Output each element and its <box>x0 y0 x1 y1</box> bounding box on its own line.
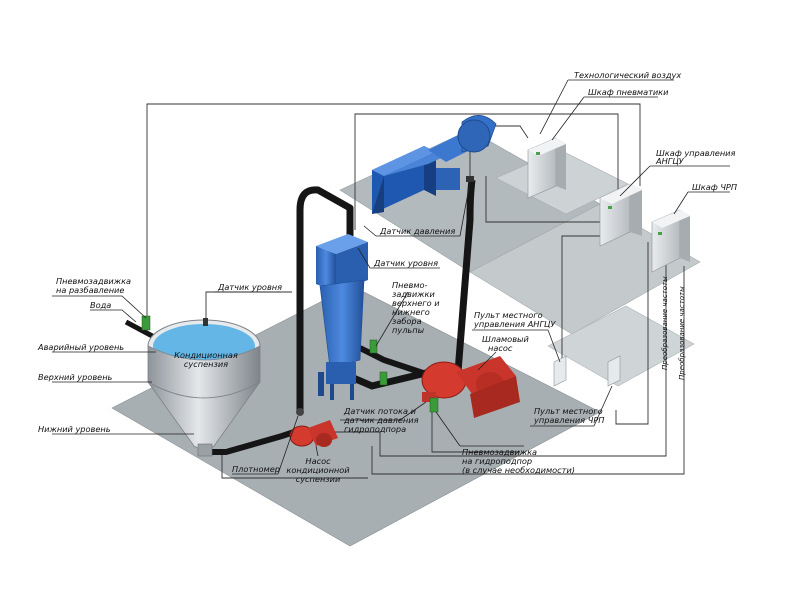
line-tank-level <box>205 291 292 318</box>
local-panel-vfd <box>607 355 621 387</box>
pipe-cyclone-mid <box>358 345 427 377</box>
label-dilution-valve-1: Пневмозадвижка <box>56 276 131 286</box>
label-panel-angu-1: Пульт местного <box>474 310 543 320</box>
label-water: Вода <box>90 300 111 310</box>
label-pulp-valves-5: забора <box>392 316 422 326</box>
level-sensor-tank <box>203 318 208 326</box>
label-panel-angu-2: управления АНГЦУ <box>473 319 556 329</box>
line-flow-sensor <box>431 412 520 453</box>
label-emergency-level: Аварийный уровень <box>37 342 124 352</box>
local-panel-angu <box>553 355 567 387</box>
label-flow-pressure-2: датчик давления <box>343 415 419 425</box>
label-pulp-valves-2: задвижки <box>392 289 435 299</box>
sensors <box>203 176 474 416</box>
conditioning-tank <box>147 319 261 457</box>
label-densimeter: Плотномер <box>232 464 280 474</box>
label-flow-pressure-3: гидроподпора <box>344 424 406 434</box>
label-tank-1: Кондиционная <box>174 350 238 360</box>
dilution-valve <box>141 315 151 331</box>
conditioning-pump <box>289 420 338 447</box>
line-vfd-3 <box>371 266 685 475</box>
label-pulp-valves-3: верхнего и <box>392 298 440 308</box>
label-pneumatics-cabinet: Шкаф пневматики <box>588 87 669 97</box>
pipe-riser-to-cyclone <box>296 186 354 412</box>
angu-control-cabinet <box>599 183 642 247</box>
fan-unit <box>372 115 497 214</box>
label-cond-pump-1: Насос <box>305 456 331 466</box>
label-flow-pressure-1: Датчик потока и <box>343 406 417 416</box>
hydro-valve <box>429 397 439 413</box>
lower-pulp-valve <box>379 371 388 386</box>
label-cond-pump-2: кондиционной <box>286 465 350 475</box>
label-pulp-valves-1: Пневмо- <box>392 280 428 290</box>
label-vfd-cabinet: Шкаф ЧРП <box>692 182 737 192</box>
line-densimeter <box>221 452 368 479</box>
label-slurry-pump-2: насос <box>488 343 513 353</box>
line-dilution-valve <box>146 103 641 318</box>
labels: Технологический воздух Шкаф пневматики Ш… <box>37 70 737 484</box>
pneumatics-cabinet <box>527 137 566 199</box>
label-dilution-valve-2: на разбавление <box>56 285 124 295</box>
label-hydro-valve-1: Пневмозадвижка <box>462 447 537 457</box>
label-panel-vfd-2: управления ЧРП <box>533 415 604 425</box>
vfd-cabinet <box>651 209 690 273</box>
cyclone <box>316 234 368 400</box>
label-pulp-valves-4: нижнего <box>392 307 430 317</box>
label-cond-pump-3: суспензии <box>296 474 341 484</box>
cabinet-platform-slab <box>469 203 701 335</box>
label-tank-2: суспензия <box>184 359 228 369</box>
pressure-sensor-fan <box>466 176 474 182</box>
label-upper-level: Верхний уровень <box>38 372 113 382</box>
pipe-fan-to-pump <box>454 179 476 373</box>
label-lower-level: Нижний уровень <box>38 424 111 434</box>
valves <box>141 315 439 413</box>
line-vfd-1 <box>615 242 649 425</box>
label-hydro-valve-3: (в случае необходимости) <box>462 465 575 475</box>
label-angu-cabinet-2: АНГЦУ <box>655 156 685 166</box>
leader-lines <box>52 79 730 475</box>
label-angu-cabinet-1: Шкаф управления <box>656 148 736 158</box>
slurry-pump <box>421 356 520 418</box>
upper-pulp-valve <box>369 339 378 354</box>
line-pump-panel <box>561 235 604 370</box>
label-vfd-line-1: Преобразование частоты <box>661 276 669 370</box>
label-pulp-valves-6: пульпы <box>392 325 425 335</box>
line-vfd-2 <box>300 262 667 457</box>
label-tech-air: Технологический воздух <box>574 70 681 80</box>
line-fan-to-cabinet <box>485 176 604 223</box>
label-pressure-sensor: Датчик давления <box>379 226 455 236</box>
densimeter-sensor <box>296 408 304 416</box>
label-hydro-valve-2: на гидроподпор <box>462 456 532 466</box>
label-panel-vfd-1: Пульт местного <box>534 406 603 416</box>
panel-strip-slab <box>547 305 695 387</box>
pipe-water-inlet <box>124 319 158 341</box>
label-level-sensor-tank: Датчик уровня <box>217 282 282 292</box>
label-level-sensor-cyclone: Датчик уровня <box>373 258 438 268</box>
label-slurry-pump-1: Шламовый <box>482 334 529 344</box>
line-level-sensor-cyclone <box>354 113 619 230</box>
label-vfd-line-2: Преобразование частоты <box>678 286 686 380</box>
